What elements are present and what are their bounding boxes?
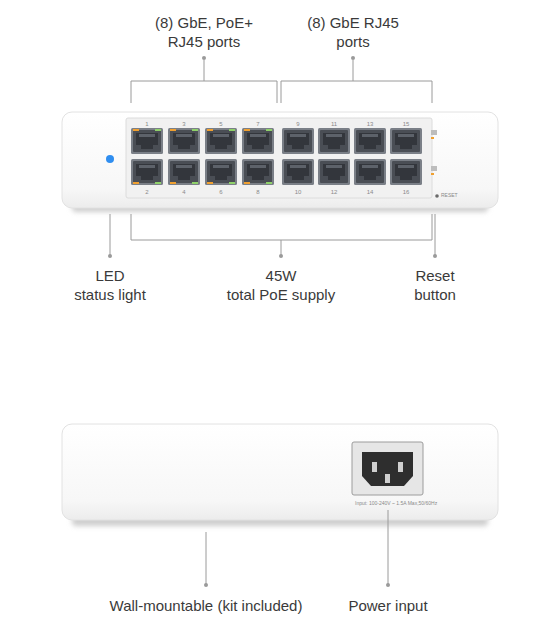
callout-label: Power input — [348, 596, 427, 615]
switch-back — [62, 424, 498, 520]
bracket — [131, 60, 432, 103]
port-number: 4 — [182, 189, 185, 195]
status-icons — [431, 130, 437, 175]
switch-front — [62, 112, 498, 208]
status-led — [106, 155, 114, 163]
port-number: 16 — [403, 189, 410, 195]
port-panel — [126, 118, 432, 198]
c14-inlet — [362, 452, 413, 486]
port-number: 15 — [403, 121, 410, 127]
callout-label: Reset button — [414, 266, 456, 304]
port-number: 12 — [331, 189, 338, 195]
port-number: 9 — [296, 121, 299, 127]
port-leds — [133, 129, 272, 184]
port-number: 13 — [367, 121, 374, 127]
reset-hole — [435, 194, 439, 198]
port-number: 7 — [256, 121, 259, 127]
port-number: 1 — [145, 121, 148, 127]
port-number: 10 — [295, 189, 302, 195]
port-group-label: (8) GbE RJ45 ports — [307, 13, 399, 51]
leader-line — [110, 214, 435, 255]
input-rating: Input: 100-240V ~ 1.5A Max,50/60Hz — [355, 501, 437, 506]
port-number: 3 — [182, 121, 185, 127]
reset-marking: RESET — [441, 193, 458, 198]
port-number: 11 — [331, 121, 337, 127]
power-socket — [352, 442, 423, 495]
port-number: 8 — [256, 189, 259, 195]
port-number: 6 — [219, 189, 222, 195]
port-group-label: (8) GbE, PoE+ RJ45 ports — [155, 13, 253, 51]
callout-label: 45W total PoE supply — [227, 266, 335, 304]
callout-label: LED status light — [74, 266, 146, 304]
rj45-ports — [131, 128, 422, 185]
port-number: 5 — [219, 121, 222, 127]
leader-line — [206, 510, 388, 584]
callout-label: Wall-mountable (kit included) — [110, 596, 303, 615]
port-number: 2 — [145, 189, 148, 195]
port-number: 14 — [367, 189, 374, 195]
